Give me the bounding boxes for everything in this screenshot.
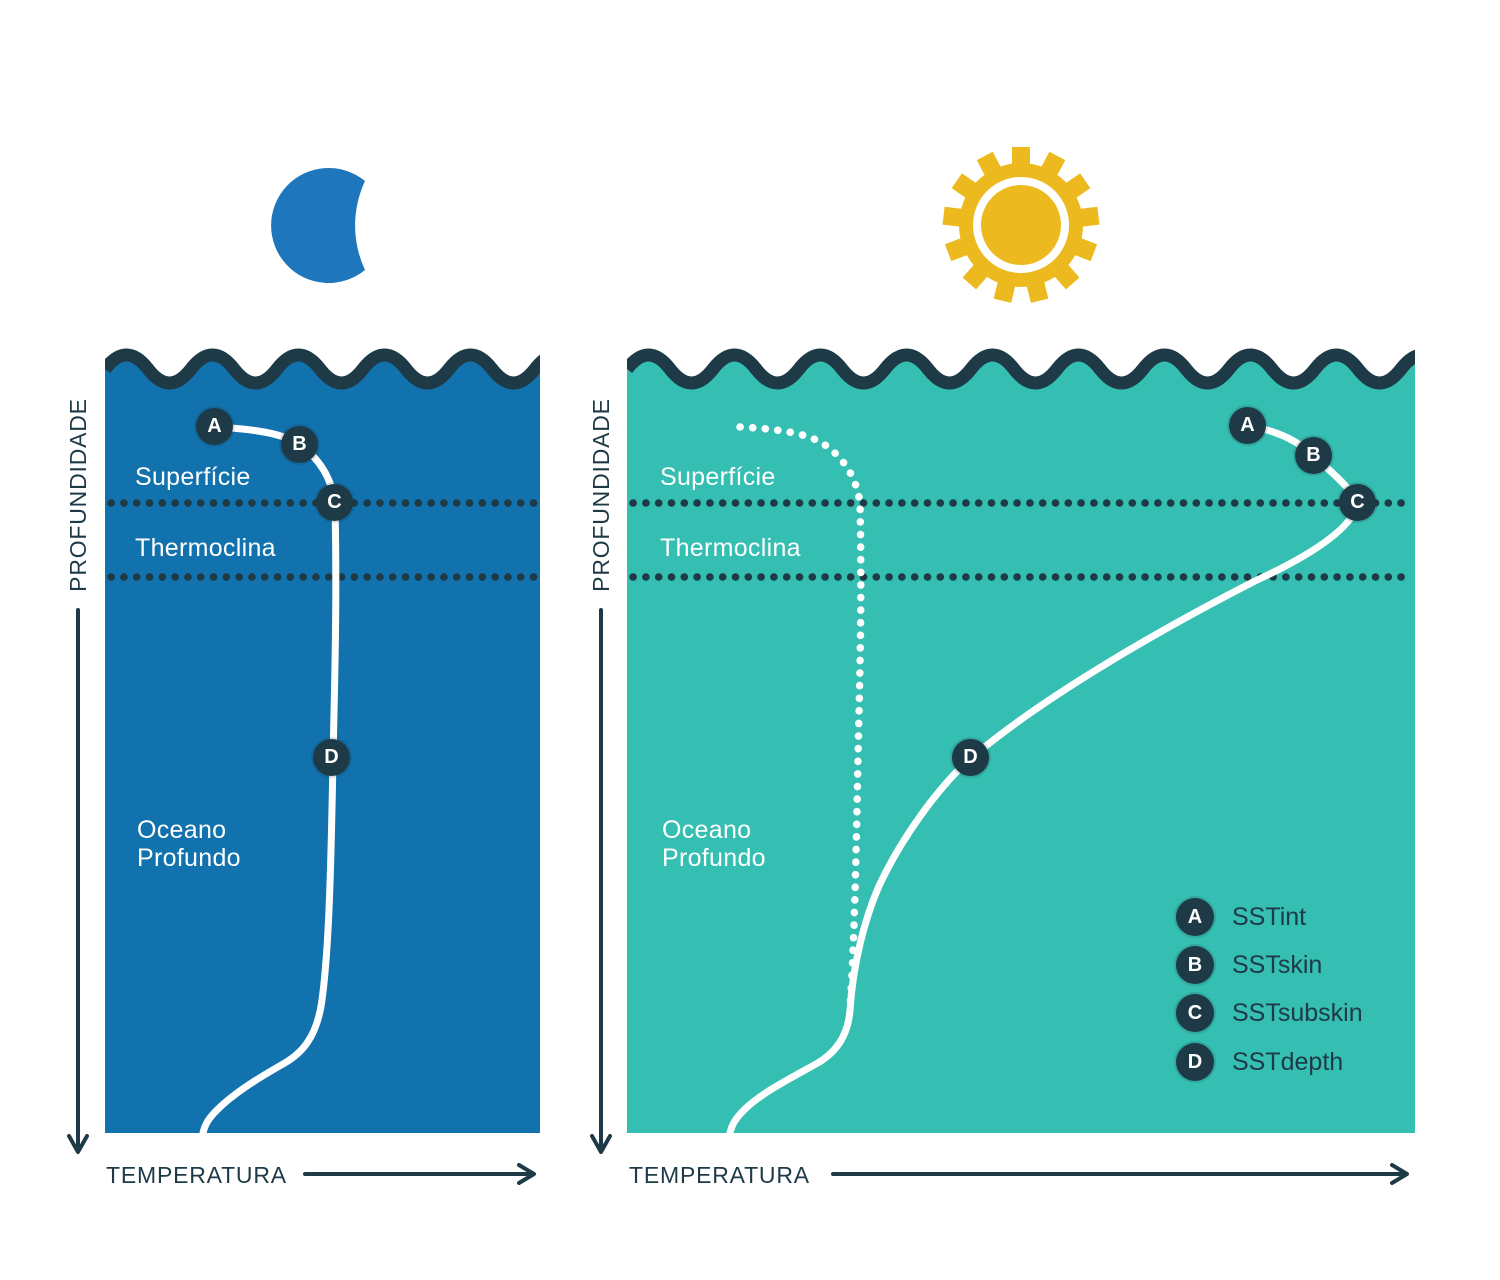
day-layer-label-thermocline: Thermoclina bbox=[660, 534, 801, 562]
night-marker-a: A bbox=[196, 408, 233, 445]
day-marker-d: D bbox=[952, 739, 989, 776]
legend-marker-c: C bbox=[1176, 994, 1214, 1032]
legend-label-sstint: SSTint bbox=[1232, 903, 1307, 931]
day-depth-axis-label: PROFUNDIDADE bbox=[588, 398, 614, 592]
legend-label-sstsubskin: SSTsubskin bbox=[1232, 999, 1363, 1027]
night-layer-label-surface: Superfície bbox=[135, 463, 251, 491]
legend-label-sstdepth: SSTdepth bbox=[1232, 1048, 1344, 1076]
legend-label-sstskin: SSTskin bbox=[1232, 951, 1323, 979]
day-marker-a: A bbox=[1229, 407, 1266, 444]
night-wave-border bbox=[105, 348, 540, 390]
legend-marker-a: A bbox=[1176, 898, 1214, 936]
day-depth-axis-arrow bbox=[590, 608, 612, 1154]
day-layer-label-deep: Oceano Profundo bbox=[662, 816, 766, 872]
night-depth-axis-label: PROFUNDIDADE bbox=[65, 398, 91, 592]
deep-ocean-line2: Profundo bbox=[137, 844, 241, 872]
night-temperature-axis-arrow bbox=[303, 1163, 536, 1185]
day-water-fill bbox=[627, 355, 1415, 1133]
night-panel bbox=[105, 348, 540, 1133]
legend-marker-b: B bbox=[1176, 946, 1214, 984]
night-layer-label-thermocline: Thermoclina bbox=[135, 534, 276, 562]
legend-marker-d: D bbox=[1176, 1043, 1214, 1081]
day-marker-c: C bbox=[1339, 484, 1376, 521]
sun-icon bbox=[942, 147, 1100, 303]
night-depth-axis-arrow bbox=[67, 608, 89, 1154]
deep-ocean-line1: Oceano bbox=[662, 816, 752, 844]
deep-ocean-line2: Profundo bbox=[662, 844, 766, 872]
night-reference-dotted-curve bbox=[736, 423, 865, 1012]
day-panel bbox=[627, 348, 1415, 1133]
night-layer-label-deep: Oceano Profundo bbox=[137, 816, 241, 872]
night-marker-d: D bbox=[313, 739, 350, 776]
day-marker-b: B bbox=[1295, 437, 1332, 474]
deep-ocean-line1: Oceano bbox=[137, 816, 227, 844]
day-temperature-axis-arrow bbox=[831, 1163, 1409, 1185]
moon-icon bbox=[271, 168, 365, 283]
day-layer-label-surface: Superfície bbox=[660, 463, 776, 491]
day-temperature-axis-label: TEMPERATURA bbox=[629, 1162, 810, 1188]
night-marker-c: C bbox=[316, 484, 353, 521]
night-temperature-axis-label: TEMPERATURA bbox=[106, 1162, 287, 1188]
day-wave-border bbox=[627, 348, 1415, 390]
night-marker-b: B bbox=[281, 426, 318, 463]
